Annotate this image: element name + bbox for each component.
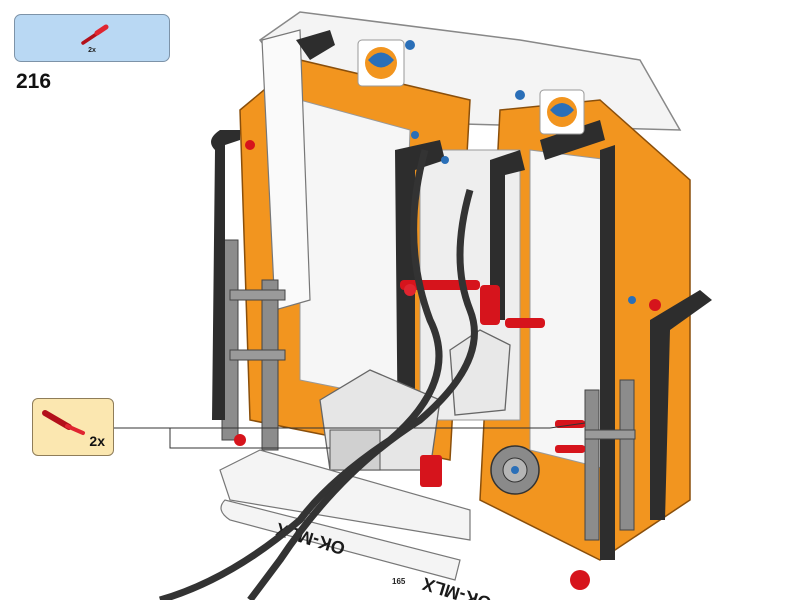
sticker-top-right <box>539 89 585 135</box>
sub-step-callout: 2x <box>32 398 114 456</box>
dark-beam-right-1 <box>600 145 615 560</box>
grey-beam-cross-1 <box>229 289 286 301</box>
callout-quantity: 2x <box>89 433 105 449</box>
red-axle-pin-icon <box>42 410 85 435</box>
base-beam-left <box>219 449 471 541</box>
part-label: 165 <box>392 577 406 586</box>
sticker-text-bottom: OK-MLX <box>420 574 494 600</box>
dark-beam-center-1 <box>395 140 445 460</box>
parts-needed-box: 2x <box>14 14 170 62</box>
gear-large <box>490 445 540 495</box>
left-white-beam <box>261 29 311 311</box>
grey-beam-left-2 <box>261 279 279 451</box>
cable-2 <box>247 189 478 600</box>
dark-beam-right-top <box>540 120 605 160</box>
callout-pointer-lines <box>114 422 586 449</box>
dark-beam-left <box>211 130 240 420</box>
dark-beam-center-2 <box>490 150 525 320</box>
blue-pins <box>405 40 636 532</box>
grey-beam-cross-3 <box>584 429 636 440</box>
step-number: 216 <box>16 70 52 93</box>
base-white-beam <box>220 499 461 581</box>
red-pins <box>234 140 661 590</box>
grey-beam-right-1 <box>584 389 600 541</box>
white-panel-left <box>299 99 411 401</box>
grey-beam-cross-2 <box>229 349 286 361</box>
sticker-top-left <box>357 39 405 87</box>
dark-beam-right-2 <box>650 290 712 520</box>
dark-beam-top-left <box>296 30 335 60</box>
grey-beam-right-2 <box>619 379 635 531</box>
red-axle-pin-icon <box>81 24 109 45</box>
parts-quantity: 2x <box>88 47 96 54</box>
